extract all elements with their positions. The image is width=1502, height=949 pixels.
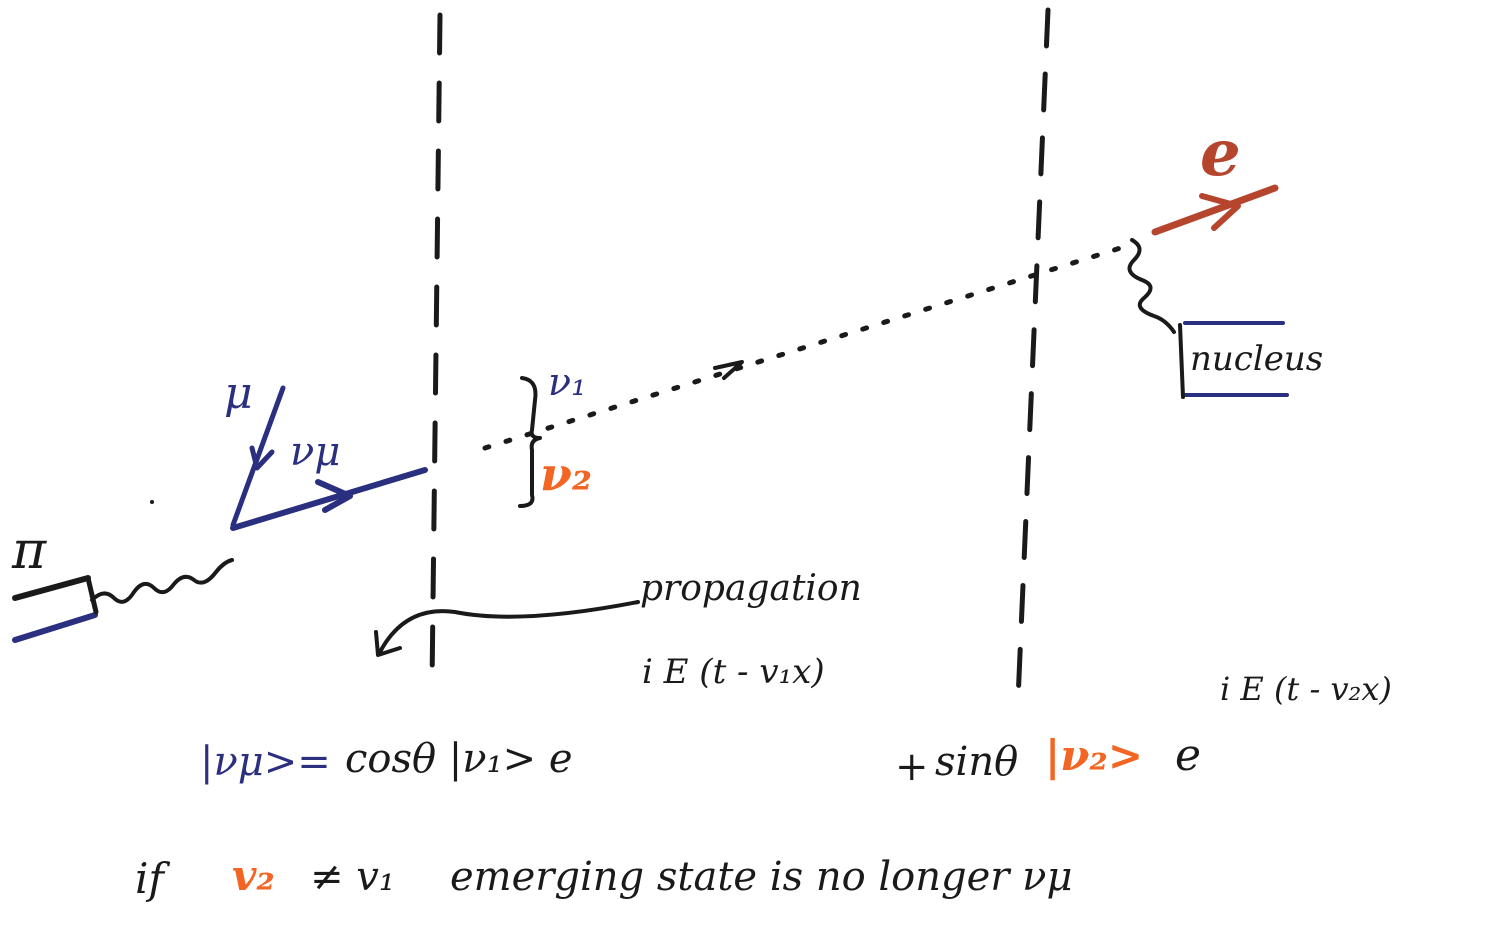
propagation-pointer-arrow-icon (374, 630, 402, 657)
pion-label: π (11, 521, 47, 581)
vertex-dot (150, 500, 154, 504)
muon-label: μ (224, 368, 253, 419)
propagation-pointer-line (378, 600, 640, 654)
bottom-neq-v1: ≠ v₁ (310, 854, 395, 900)
muon-line (230, 385, 286, 528)
pion-decay-wavy-line (90, 558, 234, 604)
nu-1-label: ν₁ (548, 360, 586, 404)
equation-term-2-prefix: sinθ (935, 739, 1018, 785)
pion-source (12, 575, 99, 643)
nu-mu-line (230, 467, 428, 531)
equation-term-1: cosθ |ν₁> e (345, 736, 573, 782)
propagation-arrow-icon (713, 360, 744, 380)
nu-mu-label: νμ (290, 429, 340, 475)
phase-1-label: i E (t - v₁x) (642, 652, 825, 692)
electron-arrow-icon (1199, 193, 1241, 231)
bottom-if: if (135, 854, 170, 903)
nu-2-label: ν₂ (540, 447, 592, 501)
bottom-v2: v₂ (232, 851, 275, 900)
nucleus-block (1178, 321, 1289, 399)
electron-line (1151, 184, 1279, 236)
equation-term-2-exp: e (1175, 730, 1201, 781)
phase-2-label: i E (t - v₂x) (1220, 670, 1392, 708)
equation-plus: + (895, 744, 929, 790)
exchange-wavy-line (1127, 238, 1176, 334)
propagation-label: propagation (640, 568, 862, 609)
dashed-boundary-right (1015, 7, 1051, 703)
muon-arrow-icon (249, 445, 275, 471)
nucleus-label: nucleus (1190, 339, 1323, 379)
nu-mu-arrow-icon (315, 479, 353, 513)
dashed-boundary-left (429, 12, 443, 688)
equation-lhs: |νμ>= (200, 739, 331, 785)
state-brace (518, 376, 542, 508)
equation-term-2-state: |ν₂> (1045, 731, 1143, 780)
bottom-statement: emerging state is no longer νμ (450, 854, 1072, 900)
electron-label: e (1200, 116, 1241, 191)
propagation-dotted-line (482, 242, 1133, 451)
